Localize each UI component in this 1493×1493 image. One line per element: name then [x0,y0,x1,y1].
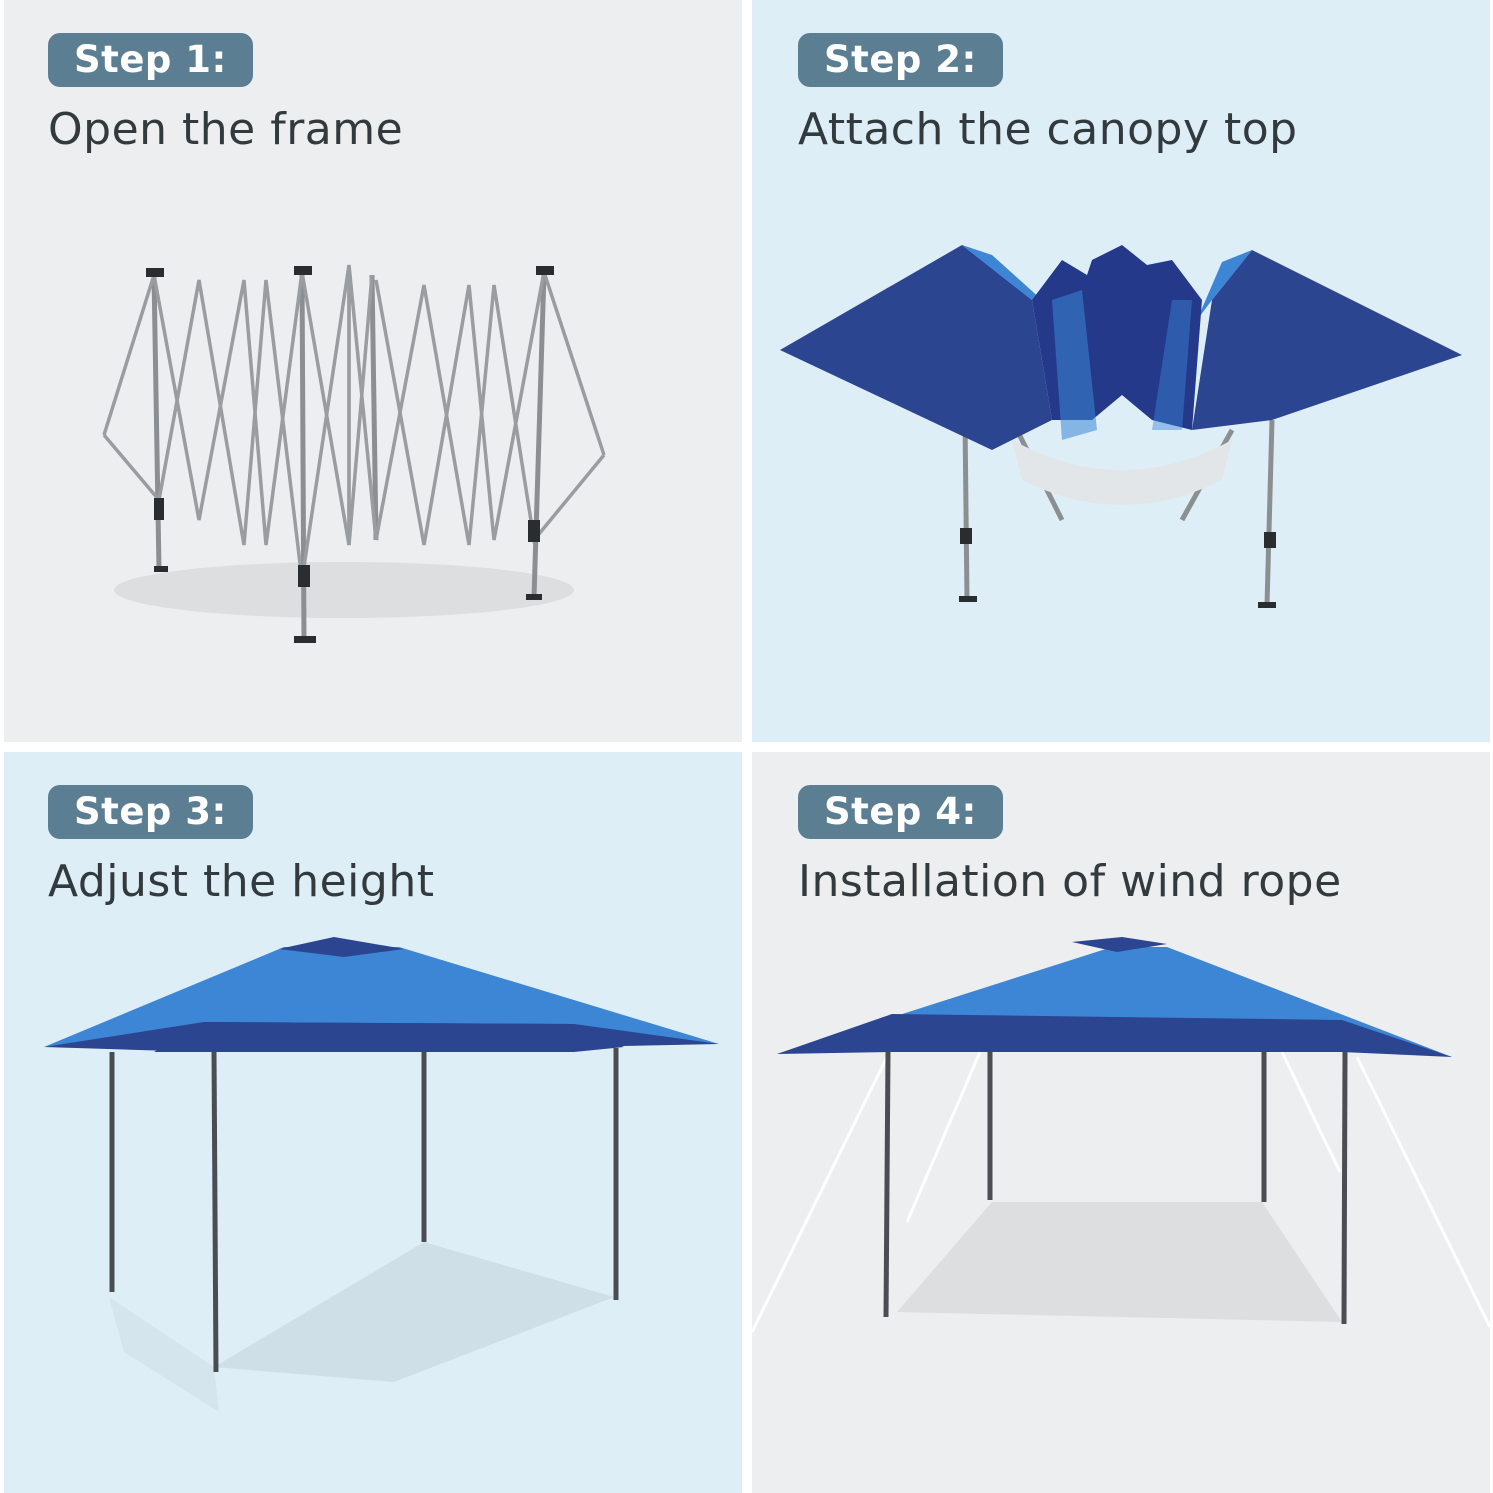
step-3-badge: Step 3: [48,785,253,839]
gazebo-wind-rope-illustration-icon [752,937,1490,1333]
step-3-caption: Adjust the height [48,856,435,907]
gazebo-illustration-icon [44,937,719,1412]
step-4-badge: Step 4: [798,785,1003,839]
canopy-attach-illustration-icon [780,245,1462,608]
step-4-caption: Installation of wind rope [798,856,1342,907]
step-1-panel: Step 1: Open the frame [4,0,742,742]
step-2-panel: Step 2: Attach the canopy top [752,0,1490,742]
step-3-panel: Step 3: Adjust the height [4,752,742,1493]
step-1-badge: Step 1: [48,33,253,87]
step-1-caption: Open the frame [48,104,404,155]
step-2-badge: Step 2: [798,33,1003,87]
folded-frame-illustration-icon [102,264,606,643]
step-2-caption: Attach the canopy top [798,104,1298,155]
step-4-panel: Step 4: Installation of wind rope [752,752,1490,1493]
